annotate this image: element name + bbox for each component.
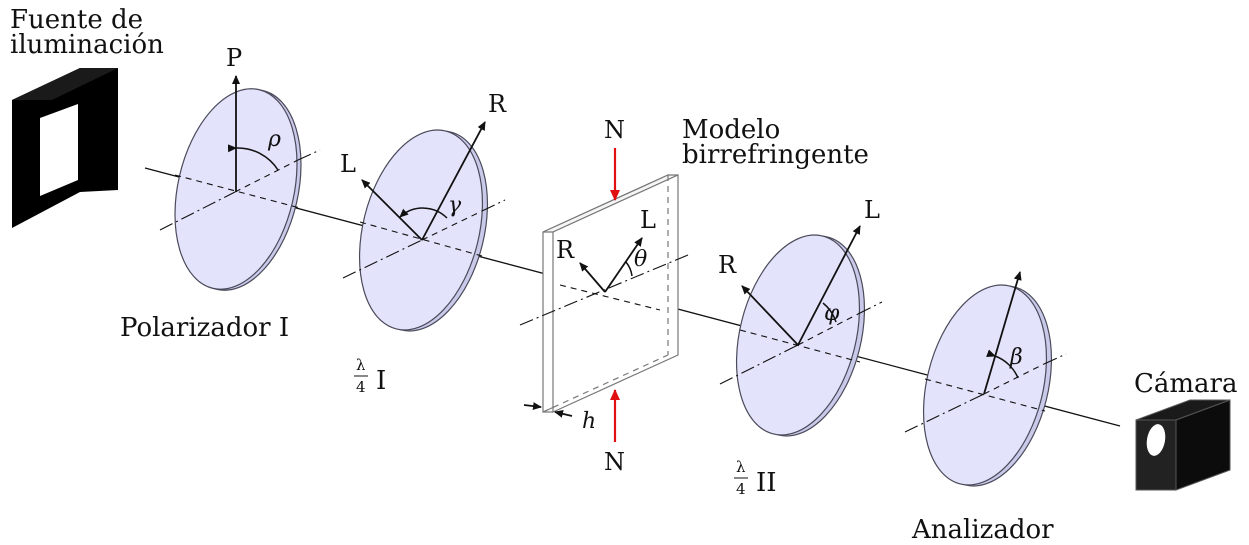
analyzer-disk (922, 284, 1053, 487)
r2-vector (579, 262, 606, 293)
polarizer-axis-tail (297, 149, 321, 161)
model-label-line1: Modelo (682, 115, 780, 145)
l3-vector (797, 225, 861, 346)
qwp2-axis-tail (857, 301, 883, 315)
source-label-line2: iluminación (10, 30, 164, 60)
qwp2-horizontal-dashed (739, 329, 861, 363)
analyzer-axis-front (904, 393, 985, 433)
thickness-label: h (582, 409, 596, 434)
r3-label: R (718, 251, 737, 279)
qwp1-label: λ 4 I (354, 356, 386, 396)
camera-label: Cámara (1134, 369, 1237, 399)
qwp1-axis-behind (421, 210, 483, 241)
svg-text:λ: λ (736, 458, 746, 476)
qwp2-axis-front (719, 344, 799, 385)
l2-label: L (640, 206, 656, 234)
load-label-bottom: N (604, 448, 625, 476)
r3-vector (741, 285, 799, 346)
analyzer-axis-behind (983, 363, 1045, 395)
analyzer-axis-tail (1043, 353, 1067, 365)
quarter-wave-plate-1-disk (358, 129, 489, 332)
polarizer-label: Polarizador I (120, 313, 289, 343)
qwp2-label: λ 4 II (734, 458, 777, 498)
l2-vector (604, 237, 643, 293)
illumination-source (12, 68, 118, 228)
model-label-line2: birrefringente (682, 140, 869, 170)
analyzer-label: Analizador (911, 515, 1054, 545)
r2-label: R (556, 236, 575, 264)
p-label: P (226, 44, 242, 72)
polarizer-axis-front (159, 191, 236, 231)
phi-label: φ (824, 301, 840, 326)
svg-text:λ: λ (356, 356, 366, 374)
theta-arc (625, 261, 633, 277)
rho-arc (227, 144, 279, 171)
beta-label: β (1009, 345, 1023, 370)
quarter-wave-plate-2-disk (735, 234, 866, 437)
svg-text:II: II (756, 468, 777, 498)
phi-arc (822, 302, 837, 323)
analyzer-vector (983, 271, 1022, 395)
thickness-arrow-left (523, 402, 542, 411)
qwp2-axis-behind (797, 313, 859, 346)
rho-label: ρ (267, 127, 281, 152)
theta-label: θ (634, 247, 647, 272)
l3-label: L (864, 196, 880, 224)
source-label-line1: Fuente de (10, 5, 143, 35)
l1-label: L (340, 150, 356, 178)
gamma-arc (399, 207, 448, 219)
svg-text:I: I (376, 366, 386, 396)
polarizer-axis-behind (234, 159, 299, 193)
birefringent-model (542, 174, 679, 413)
qwp1-axis-tail (481, 199, 506, 212)
r1-label: R (488, 90, 507, 118)
svg-text:4: 4 (356, 378, 366, 396)
gamma-label: γ (448, 193, 462, 218)
thickness-arrow-right (554, 409, 573, 418)
polarizer-disk (174, 88, 302, 291)
camera (1135, 399, 1231, 491)
svg-text:4: 4 (736, 480, 746, 498)
analyzer-horizontal-dashed (924, 378, 1046, 412)
load-label-top: N (604, 116, 625, 144)
beta-arc (986, 349, 1019, 379)
qwp1-axis-front (342, 239, 423, 279)
r1-vector (421, 121, 486, 241)
l1-vector (361, 179, 423, 241)
